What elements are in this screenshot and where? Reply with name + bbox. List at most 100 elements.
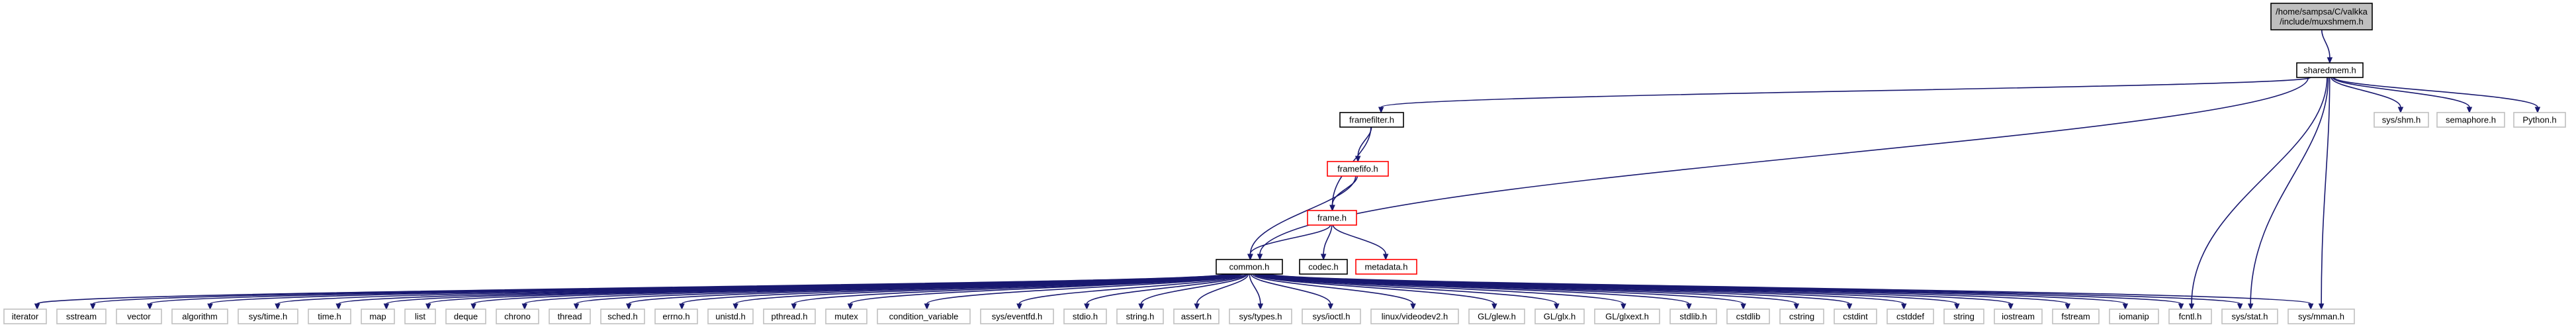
node-pthread[interactable]: pthread.h: [763, 308, 816, 324]
node-label: assert.h: [1181, 312, 1212, 322]
node-box: [496, 308, 539, 324]
node-glx[interactable]: GL/glx.h: [1534, 308, 1585, 324]
node-sys-stat[interactable]: sys/stat.h: [2221, 308, 2278, 324]
node-string[interactable]: string: [1943, 308, 1984, 324]
node-videodev2[interactable]: linux/videodev2.h: [1370, 308, 1459, 324]
edge-line: [1253, 273, 1495, 305]
node-box: [1229, 308, 1292, 324]
node-semaphore[interactable]: semaphore.h: [2436, 112, 2505, 128]
node-box: [2109, 308, 2159, 324]
node-vector[interactable]: vector: [116, 308, 162, 324]
node-box: [361, 308, 395, 324]
node-iostream[interactable]: iostream: [1994, 308, 2043, 324]
node-fstream[interactable]: fstream: [2052, 308, 2100, 324]
node-label: list: [415, 312, 425, 322]
edge-arrowhead: [1327, 303, 1334, 310]
node-box: [1834, 308, 1877, 324]
edge-common-to-assert: [1194, 273, 1249, 310]
edge-sharedmem-to-common: [1257, 77, 2309, 261]
node-framefifo[interactable]: framefifo.h: [1327, 161, 1389, 177]
edge-arrowhead: [2247, 303, 2254, 310]
node-label: /home/sampsa/C/valkka: [2276, 7, 2368, 17]
edge-arrowhead: [1846, 303, 1853, 310]
node-metadata[interactable]: metadata.h: [1355, 259, 1417, 275]
node-label: semaphore.h: [2446, 115, 2496, 125]
edge-arrowhead: [383, 303, 390, 310]
node-frame[interactable]: frame.h: [1307, 210, 1357, 226]
node-label: common.h: [1229, 262, 1270, 272]
node-cstring[interactable]: cstring: [1779, 308, 1824, 324]
node-sys-time[interactable]: sys/time.h: [238, 308, 298, 324]
node-box: [1943, 308, 1984, 324]
node-sched[interactable]: sched.h: [600, 308, 645, 324]
node-sys-ioctl[interactable]: sys/ioctl.h: [1302, 308, 1361, 324]
node-condvar[interactable]: condition_variable: [877, 308, 971, 324]
node-box: [2270, 3, 2373, 30]
node-label: map: [369, 312, 386, 322]
node-glxext[interactable]: GL/glxext.h: [1594, 308, 1660, 324]
edge-line: [2250, 77, 2329, 305]
node-eventfd[interactable]: sys/eventfd.h: [980, 308, 1054, 324]
node-assert[interactable]: assert.h: [1173, 308, 1220, 324]
edge-arrowhead: [207, 303, 213, 310]
edge-line: [2333, 77, 2538, 108]
node-unistd[interactable]: unistd.h: [707, 308, 754, 324]
node-glew[interactable]: GL/glew.h: [1468, 308, 1525, 324]
node-fcntl[interactable]: fcntl.h: [2168, 308, 2212, 324]
node-box: [56, 308, 107, 324]
node-thread[interactable]: thread: [549, 308, 591, 324]
node-common[interactable]: common.h: [1216, 259, 1283, 275]
node-label: time.h: [318, 312, 341, 322]
node-list[interactable]: list: [404, 308, 436, 324]
node-chrono[interactable]: chrono: [496, 308, 539, 324]
node-framefilter[interactable]: framefilter.h: [1339, 112, 1404, 128]
node-sys-types[interactable]: sys/types.h: [1229, 308, 1292, 324]
edge-arrowhead: [1084, 303, 1090, 310]
edge-framefifo-to-frame: [1329, 175, 1358, 212]
node-stdio[interactable]: stdio.h: [1063, 308, 1107, 324]
node-label: mutex: [834, 312, 858, 322]
edge-arrowhead: [2534, 107, 2541, 114]
node-box: [1063, 308, 1107, 324]
node-python[interactable]: Python.h: [2513, 112, 2566, 128]
edge-common-to-stdio: [1084, 273, 1247, 310]
node-codec[interactable]: codec.h: [1299, 259, 1348, 275]
edge-line: [1259, 77, 2309, 255]
edge-arrowhead: [2466, 107, 2473, 114]
node-label: cstdint: [1843, 312, 1868, 322]
node-label: codec.h: [1308, 262, 1339, 272]
node-label: errno.h: [662, 312, 689, 322]
node-sharedmem[interactable]: sharedmem.h: [2296, 62, 2364, 78]
node-deque[interactable]: deque: [445, 308, 486, 324]
node-sys-shm[interactable]: sys/shm.h: [2374, 112, 2429, 128]
node-label: framefifo.h: [1337, 164, 1378, 174]
edge-arrowhead: [521, 303, 528, 310]
node-sys-mman[interactable]: sys/mman.h: [2287, 308, 2355, 324]
node-iterator[interactable]: iterator: [3, 308, 47, 324]
node-sstream[interactable]: sstream: [56, 308, 107, 324]
edge-sharedmem-to-sys-stat: [2247, 77, 2329, 310]
node-stdlib-h[interactable]: stdlib.h: [1669, 308, 1717, 324]
node-box: [1669, 308, 1717, 324]
node-label: deque: [454, 312, 478, 322]
node-mutex[interactable]: mutex: [825, 308, 867, 324]
node-label: linux/videodev2.h: [1382, 312, 1448, 322]
edge-line: [2331, 77, 2401, 108]
node-box: [654, 308, 698, 324]
edge-line: [1332, 224, 1386, 255]
node-label: thread: [558, 312, 582, 322]
node-cstddef[interactable]: cstddef: [1887, 308, 1934, 324]
nodes-layer: /home/sampsa/C/valkka/include/muxshmem.h…: [3, 3, 2566, 324]
node-box: [445, 308, 486, 324]
node-string-h[interactable]: string.h: [1116, 308, 1164, 324]
node-cstdint[interactable]: cstdint: [1834, 308, 1877, 324]
node-iomanip[interactable]: iomanip: [2109, 308, 2159, 324]
node-errno[interactable]: errno.h: [654, 308, 698, 324]
node-time-h[interactable]: time.h: [308, 308, 351, 324]
edge-line: [1255, 273, 1558, 305]
edge-arrowhead: [1320, 254, 1327, 261]
node-cstdlib[interactable]: cstdlib: [1726, 308, 1770, 324]
node-label: vector: [127, 312, 151, 322]
node-algorithm[interactable]: algorithm: [171, 308, 228, 324]
node-map[interactable]: map: [361, 308, 395, 324]
